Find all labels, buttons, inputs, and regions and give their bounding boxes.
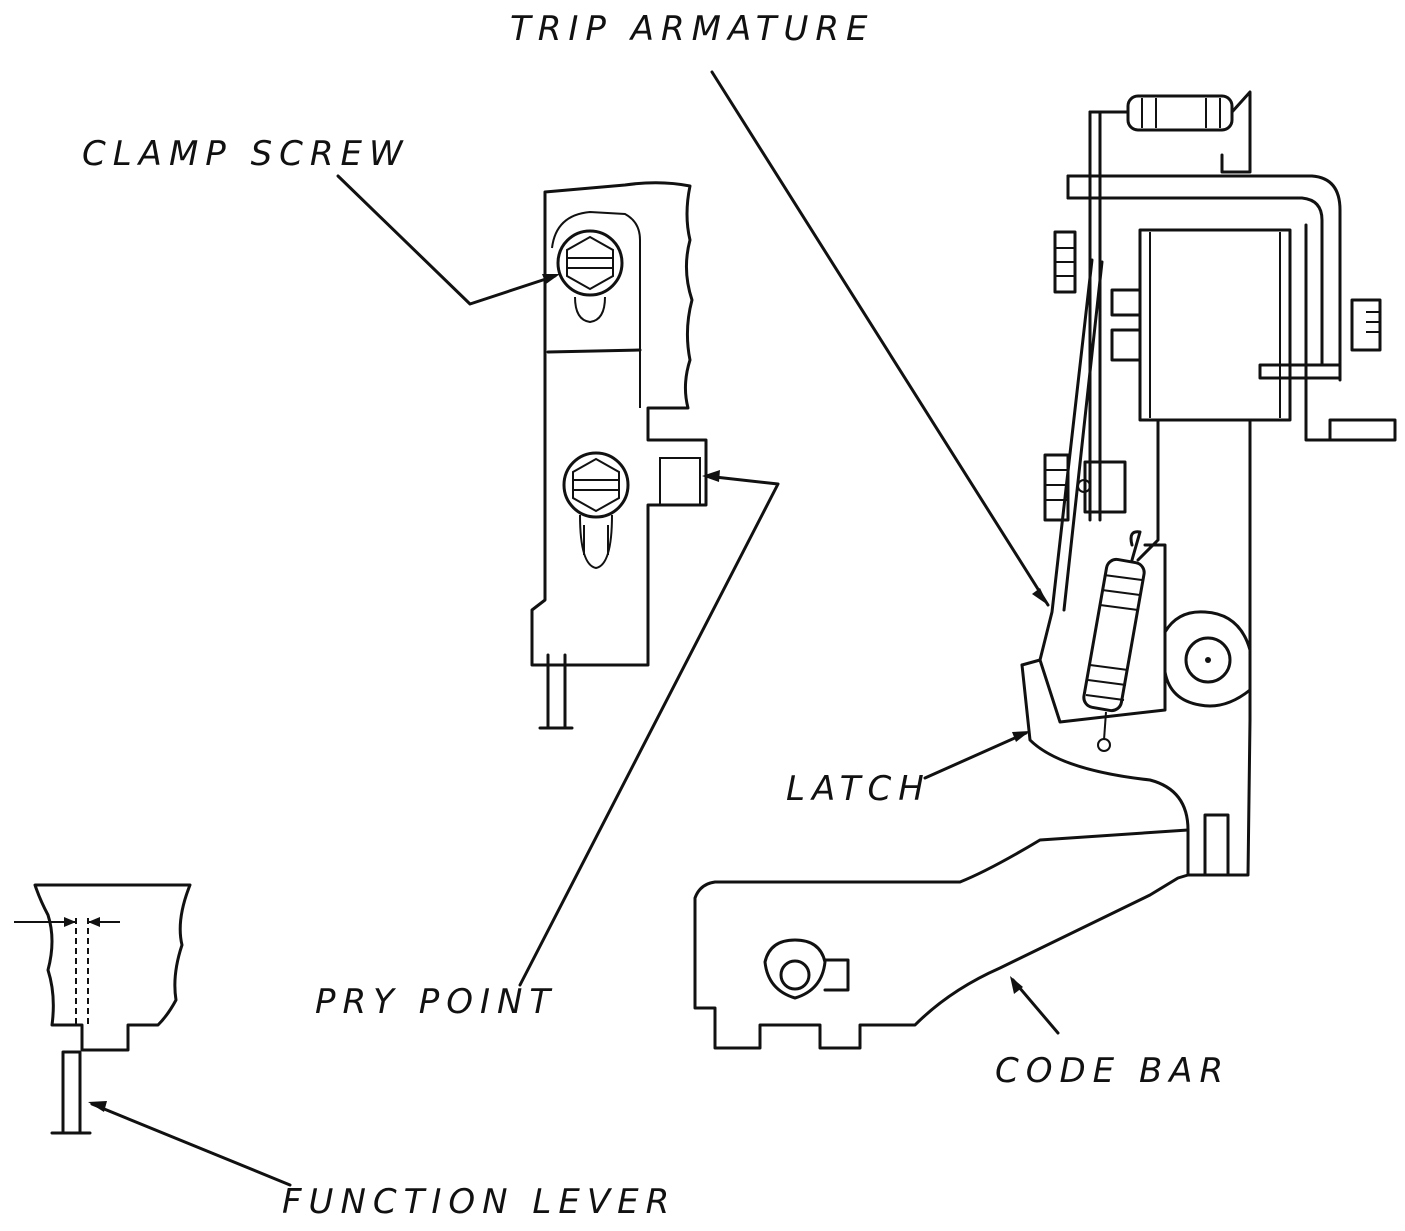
leader-code-bar xyxy=(1010,976,1060,1035)
label-code-bar: CODE BAR xyxy=(995,1051,1230,1091)
leader-trip-armature xyxy=(710,70,1050,607)
clamp-screw-upper xyxy=(556,229,624,324)
latch-spring xyxy=(1082,530,1146,752)
pry-point-tab xyxy=(659,457,701,506)
clamp-screw-lower xyxy=(562,451,630,570)
label-clamp-screw: CLAMP SCREW xyxy=(82,134,410,174)
leader-clamp-screw xyxy=(336,174,560,306)
magnet-coil xyxy=(1138,228,1342,422)
top-spring xyxy=(1088,90,1252,174)
latch-and-code-bar xyxy=(693,530,1252,1050)
label-function-lever: FUNCTION LEVER xyxy=(282,1182,676,1222)
roller xyxy=(1163,610,1252,708)
label-trip-armature: TRIP ARMATURE xyxy=(510,9,875,49)
code-bar-eyelet xyxy=(763,938,850,1000)
function-lever-detail xyxy=(14,883,192,1135)
label-pry-point: PRY POINT xyxy=(315,982,557,1022)
leader-pry-point xyxy=(518,470,780,987)
leader-latch xyxy=(923,731,1030,780)
magnet-assembly xyxy=(1038,90,1397,722)
label-latch: LATCH xyxy=(786,769,931,809)
bracket-assembly xyxy=(530,181,708,730)
leader-function-lever xyxy=(88,1101,292,1187)
